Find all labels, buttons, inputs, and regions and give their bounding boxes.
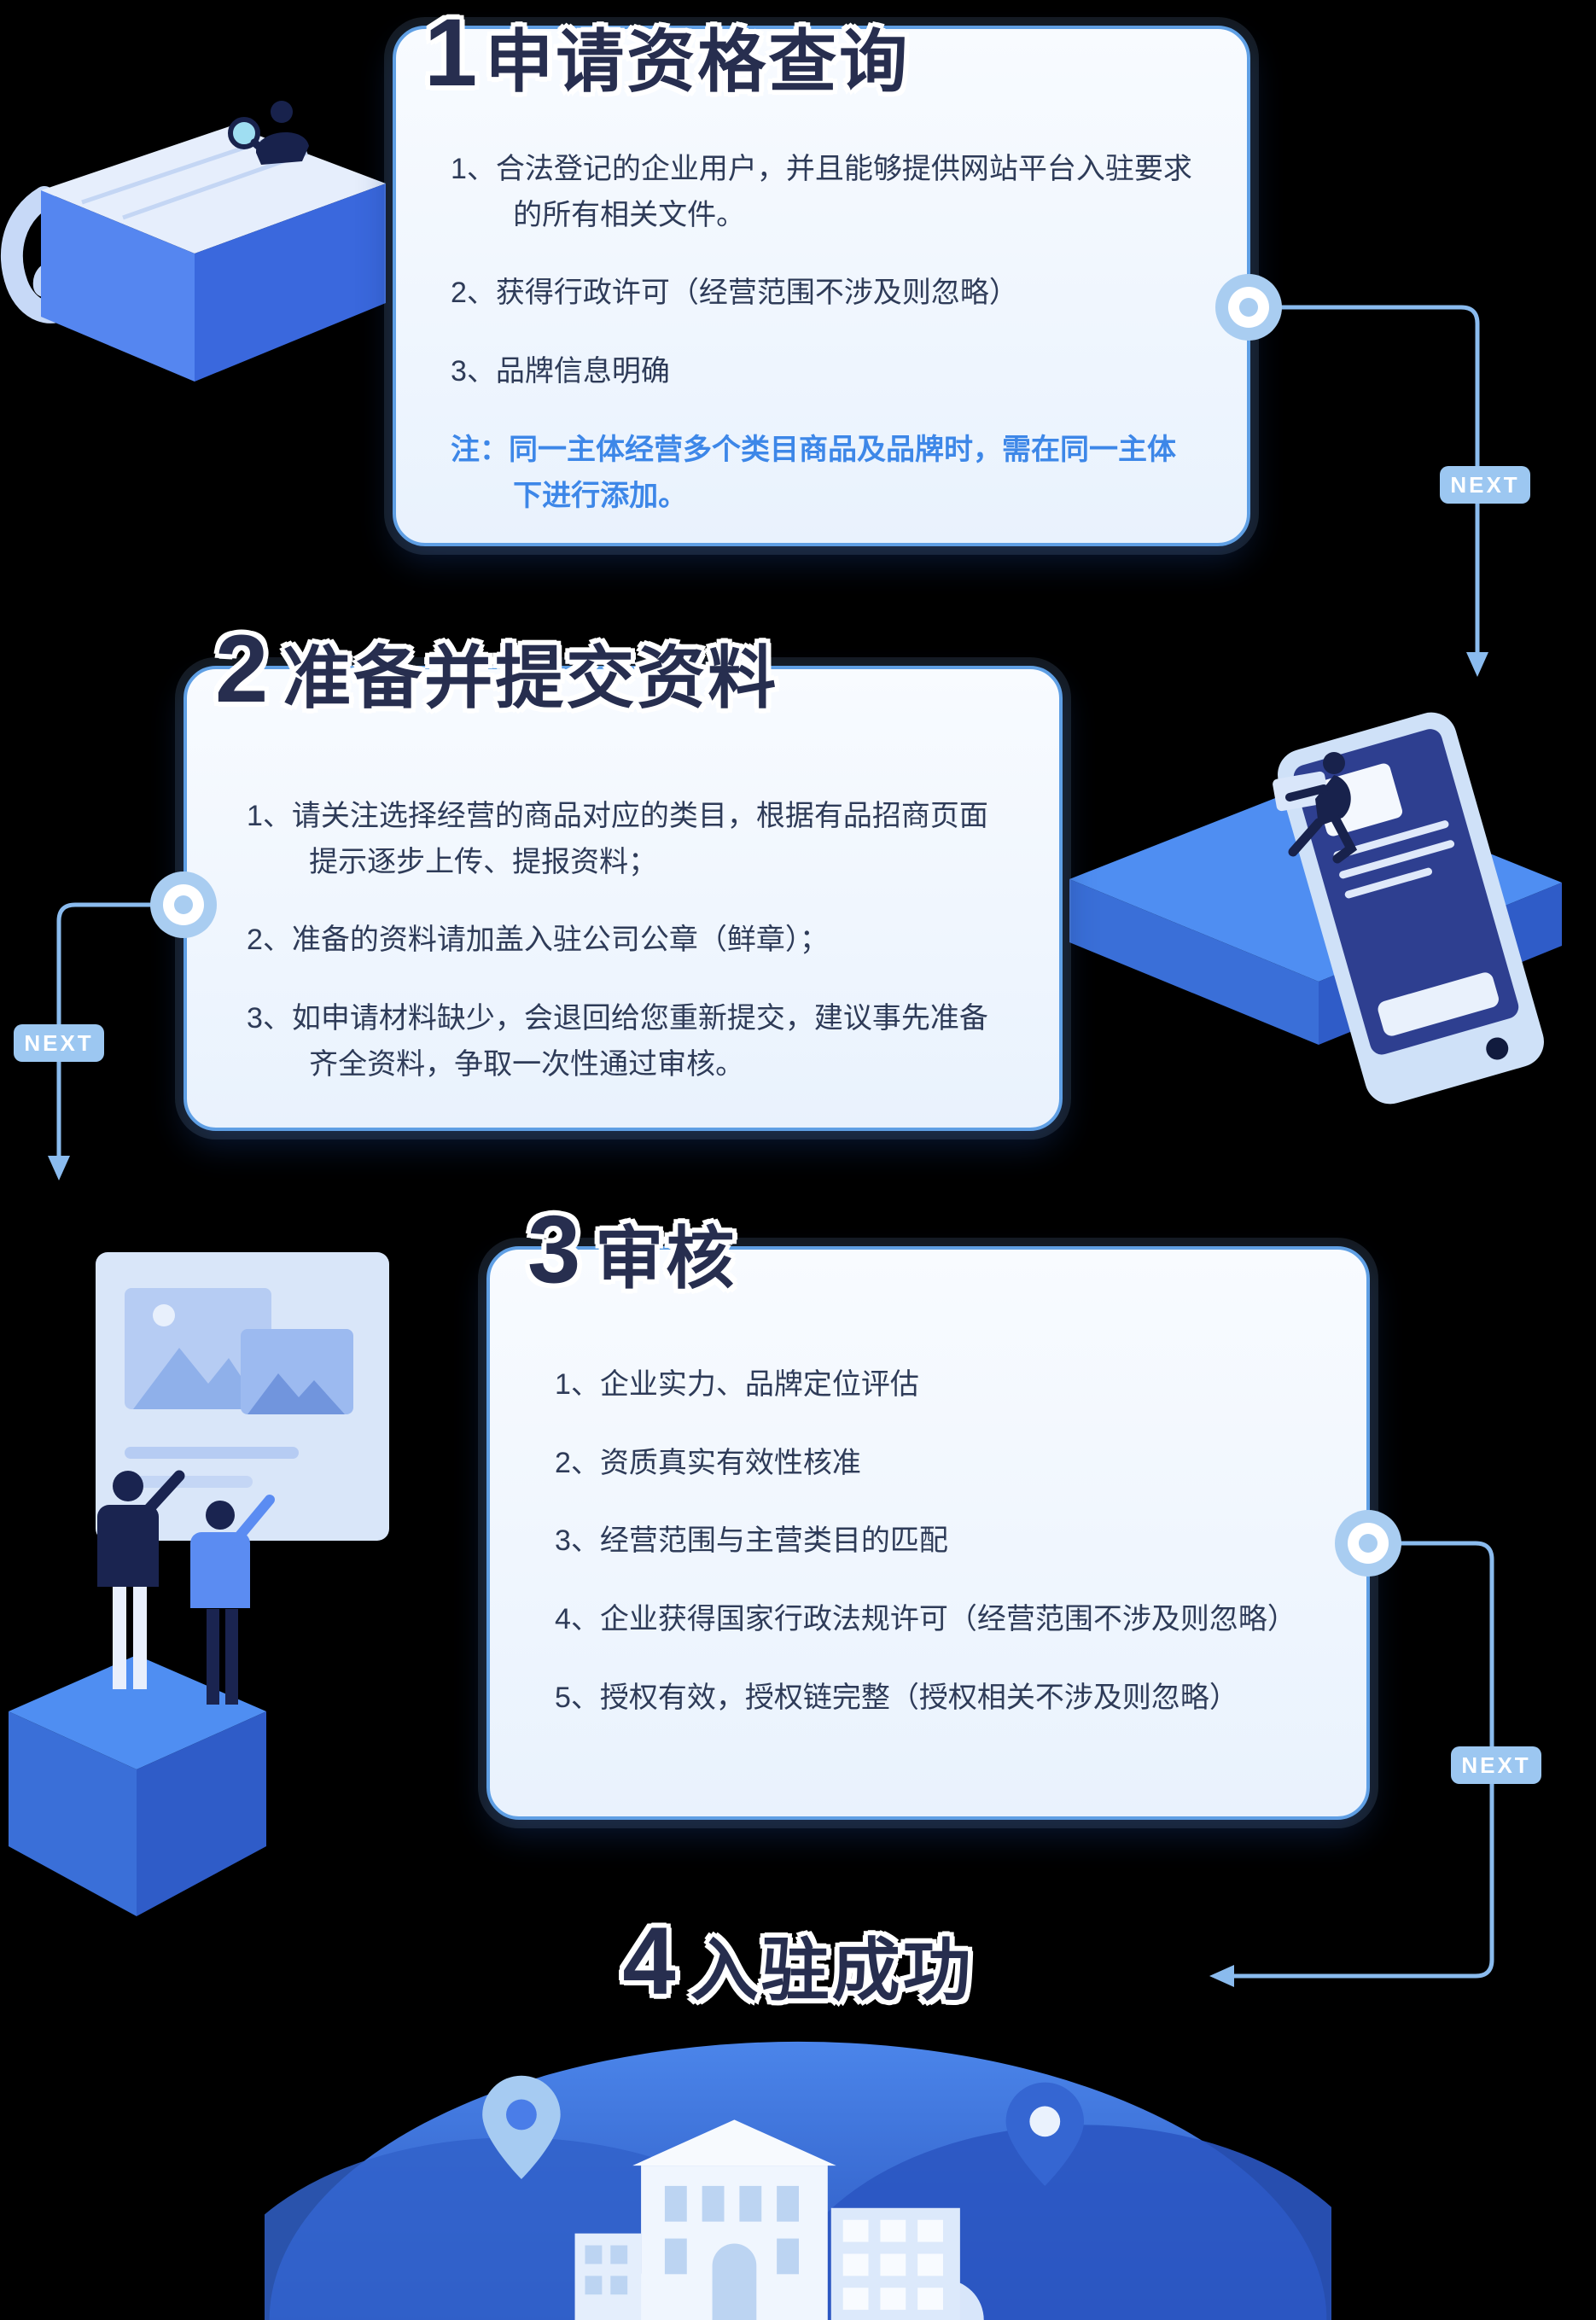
step2-title-text: 准备并提交资料 bbox=[283, 640, 779, 716]
step1-title-text: 申请资格查询 bbox=[485, 24, 911, 100]
step3-item: 1、企业实力、品牌定位评估 bbox=[555, 1368, 919, 1401]
step1-card: 1、合法登记的企业用户，并且能够提供网站平台入驻要求的所有相关文件。 2、获得行… bbox=[393, 26, 1250, 546]
step2-item: 1、请关注选择经营的商品对应的类目，根据有品招商页面提示逐步上传、提报资料； bbox=[247, 800, 988, 878]
next-badge: NEXT bbox=[14, 1024, 104, 1062]
connector-dot-icon bbox=[1335, 1510, 1401, 1577]
next-badge: NEXT bbox=[1451, 1746, 1541, 1784]
location-pin-icon bbox=[1005, 2082, 1085, 2186]
next-badge: NEXT bbox=[1440, 466, 1530, 504]
step2-title: 2 准备并提交资料 bbox=[215, 621, 778, 717]
buildings bbox=[574, 2119, 984, 2320]
step3-item: 5、授权有效，授权链完整（授权相关不涉及则忽略） bbox=[555, 1681, 1238, 1714]
step3-item: 2、资质真实有效性核准 bbox=[555, 1446, 861, 1479]
step3-title-text: 审核 bbox=[595, 1221, 737, 1297]
step1-item: 2、获得行政许可（经营范围不涉及则忽略） bbox=[451, 277, 1018, 310]
person-figure-2 bbox=[190, 1495, 275, 1705]
step3-item: 4、企业获得国家行政法规许可（经营范围不涉及则忽略） bbox=[555, 1603, 1296, 1636]
step4-title-text: 入驻成功 bbox=[690, 1932, 974, 2008]
connector-dot-icon bbox=[1215, 274, 1282, 341]
paper-front-face bbox=[41, 190, 195, 382]
document-review-illustration bbox=[1, 101, 386, 382]
step3-number: 3 bbox=[527, 1196, 584, 1303]
phone-button bbox=[1486, 1037, 1509, 1060]
step4-title: 4 入驻成功 bbox=[622, 1914, 973, 2009]
paper-side-face bbox=[195, 184, 386, 382]
platform-top bbox=[9, 1655, 266, 1769]
step2-item: 3、如申请材料缺少，会退回给您重新提交，建议事先准备齐全资料，争取一次性通过审核… bbox=[247, 1002, 988, 1081]
connector-dot-icon bbox=[150, 871, 217, 938]
person-figure-1 bbox=[97, 1470, 185, 1689]
arrow-down-icon bbox=[48, 1156, 70, 1180]
phone-illustration bbox=[1278, 712, 1544, 1105]
city-dome-illustration bbox=[265, 2041, 1331, 2320]
step2-item: 2、准备的资料请加盖入驻公司公章（鲜章）； bbox=[247, 924, 829, 957]
platform-left bbox=[1069, 879, 1319, 1045]
step3-item: 3、经营范围与主营类目的匹配 bbox=[555, 1524, 948, 1558]
platform-left bbox=[9, 1711, 137, 1916]
step1-item: 1、合法登记的企业用户，并且能够提供网站平台入驻要求的所有相关文件。 bbox=[451, 153, 1192, 231]
step1-note: 注：同一主体经营多个类目商品及品牌时，需在同一主体下进行添加。 bbox=[451, 433, 1176, 512]
step1-item: 3、品牌信息明确 bbox=[451, 355, 670, 388]
step1-number: 1 bbox=[424, 0, 481, 106]
step2-card: 1、请关注选择经营的商品对应的类目，根据有品招商页面提示逐步上传、提报资料； 2… bbox=[183, 666, 1063, 1131]
inspector-figure bbox=[228, 101, 309, 165]
arrow-down-icon bbox=[1466, 652, 1488, 677]
arrow-left-icon bbox=[1209, 1965, 1234, 1987]
step3-card: 1、企业实力、品牌定位评估 2、资质真实有效性核准 3、经营范围与主营类目的匹配… bbox=[486, 1246, 1370, 1820]
location-pin-icon bbox=[482, 2075, 561, 2179]
step3-title: 3 审核 bbox=[527, 1202, 737, 1297]
review-presentation-illustration bbox=[9, 1252, 389, 1916]
step1-title: 1 申请资格查询 bbox=[424, 5, 910, 101]
step4-number: 4 bbox=[622, 1908, 679, 2014]
submit-documents-illustration bbox=[1069, 712, 1562, 1105]
magnifier-icon bbox=[228, 117, 260, 149]
runner-figure bbox=[1273, 752, 1358, 864]
step2-number: 2 bbox=[215, 615, 271, 722]
platform-right bbox=[137, 1711, 266, 1916]
door-arch bbox=[712, 2243, 757, 2320]
